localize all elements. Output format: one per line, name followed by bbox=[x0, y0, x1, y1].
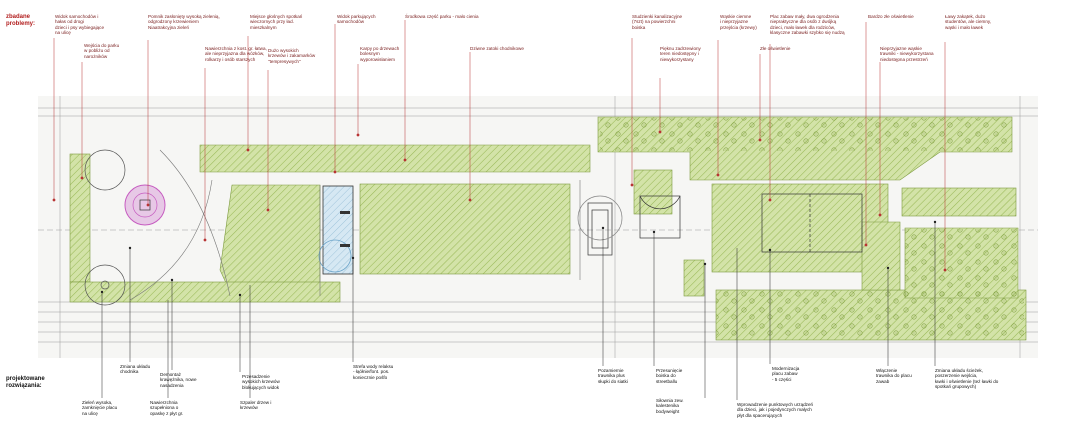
problem-label: Wąskie ciemne i nieprzyjazne przejścia (… bbox=[720, 14, 757, 30]
problem-label: Widok samochodów i hałas od drogi dzieci… bbox=[55, 14, 105, 36]
problem-label: Złe oświetlenie bbox=[760, 46, 791, 51]
problem-label: Plac zabaw mały, dwa ogrodzenia nieprakt… bbox=[770, 14, 845, 36]
solution-label: Przesunięcie boiska do streetballu bbox=[656, 368, 683, 384]
problem-label: Nawierzchnia z kost. gr. łatwa, ale niep… bbox=[205, 46, 267, 62]
solution-label: Pozamiernie trawnika plus słupki do siat… bbox=[598, 368, 628, 384]
monument-area bbox=[84, 149, 166, 306]
problem-label: Dziwne zatoki chodnikowe bbox=[470, 46, 524, 51]
water-zone bbox=[318, 185, 354, 275]
solutions-heading: projektowane rozwiązania: bbox=[6, 376, 45, 389]
solution-label: Siłownia zew. kalestenika bodyweight bbox=[656, 398, 684, 414]
sports-areas bbox=[577, 193, 863, 256]
problem-label: Studzienki kanalizacyjne (7szt) na powie… bbox=[632, 14, 683, 30]
problem-label: Widok parkujących samochodów bbox=[337, 14, 376, 25]
problem-label: Pomnik zasłonięty wysoką zielenią, odgro… bbox=[148, 14, 220, 30]
solution-leaders bbox=[100, 220, 937, 400]
solution-label: Zmiana układu chodnika bbox=[120, 364, 151, 375]
solution-label: Przesadzenie wysokich krzewów blokującyc… bbox=[242, 374, 280, 390]
solution-label: Szpaler drzew i krzewów bbox=[240, 400, 272, 411]
tree-canopy bbox=[600, 118, 1024, 339]
path-network bbox=[129, 149, 581, 301]
problem-label: Wejścia do parku w pobliżu od narożników bbox=[84, 43, 120, 59]
problem-label: Miejsce głośnych spotkań wieczornych prz… bbox=[250, 14, 303, 30]
solution-label: Wprowadzenie punktowych urządzeń dla dzi… bbox=[737, 402, 814, 418]
solution-label: Modernizacja placu zabaw - 5 części bbox=[772, 366, 800, 382]
solution-label: Włączenie trawnika do placu zawab bbox=[876, 368, 912, 384]
solution-label: Demontaż krawężnika, nowe nasadzenia bbox=[160, 372, 197, 388]
problem-label: Nieprzyjazne wąskie trawniki - niewykorz… bbox=[880, 46, 934, 62]
problem-label: Dużo wysokich krzewów i zakamarków "temp… bbox=[268, 48, 316, 64]
problems-heading: zbadane problemy: bbox=[6, 14, 36, 27]
problem-leaders bbox=[52, 20, 947, 272]
problem-label: Karpy po drzewach bolesnym wyporowisłani… bbox=[360, 46, 400, 62]
solution-label: Zieleń wysoka, zamknięcie placu na ulicę bbox=[82, 400, 118, 416]
solution-label: Strefa wody relaksu - łąółnie/font. pos.… bbox=[353, 364, 394, 380]
problem-label: Pięknu zadrzewiony teren niedostępny i n… bbox=[660, 46, 701, 62]
problem-label: Bardzo złe oświetlenie bbox=[868, 14, 914, 19]
problem-label: Środkowa część parku - mało cienia bbox=[405, 14, 479, 19]
solution-label: Nawierzchnia szupełniona o opaskę z płyt… bbox=[150, 400, 184, 416]
solution-label: Zmiana układu ścieżek, poszerzenie wejśc… bbox=[935, 368, 999, 390]
problem-label: Ławy zakątek, dużo studentów, ale ciemny… bbox=[945, 14, 992, 30]
